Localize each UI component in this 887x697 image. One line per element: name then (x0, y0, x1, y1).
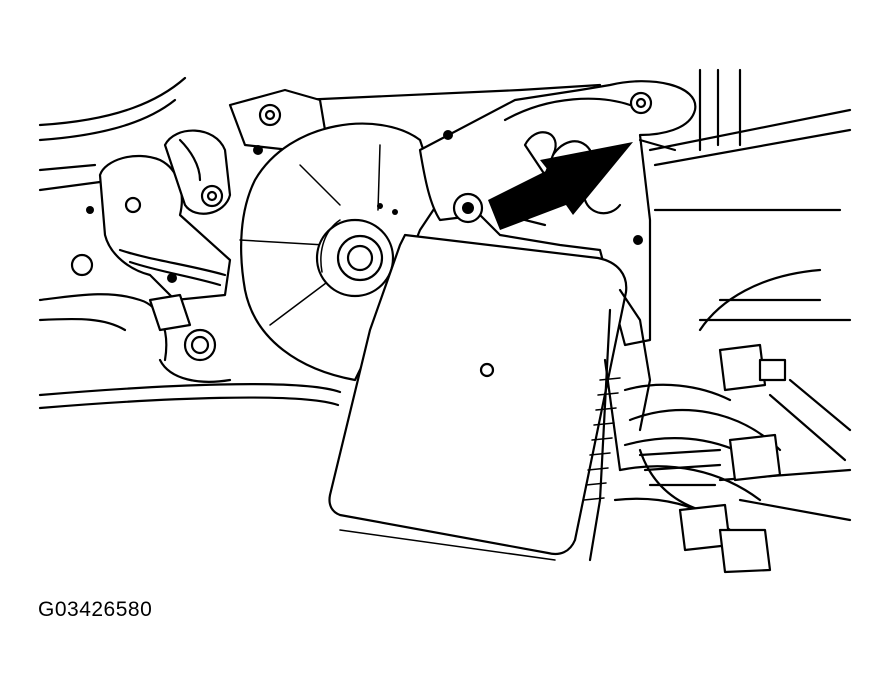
pointer-arrow (488, 142, 633, 230)
sector-gear (239, 122, 442, 382)
ribbon-hatching (583, 377, 621, 501)
left-bracket (70, 88, 327, 383)
wire-harness (603, 288, 787, 574)
figure-code: G03426580 (38, 598, 153, 621)
frame-rails (38, 68, 852, 522)
motor-cover (328, 233, 628, 562)
